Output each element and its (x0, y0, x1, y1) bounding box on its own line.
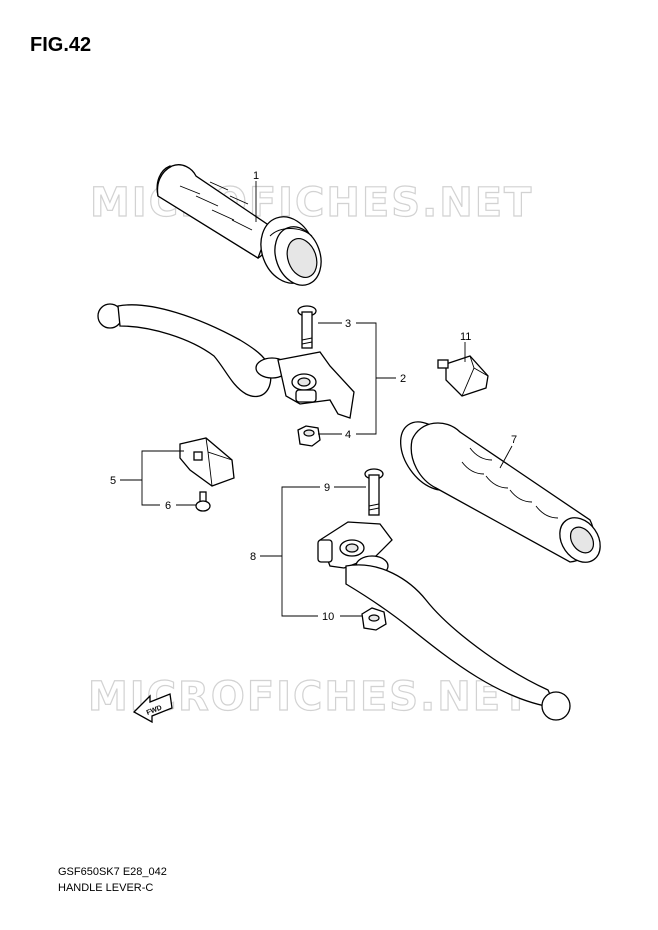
part-4-nut (297, 425, 321, 447)
callout-7: 7 (511, 434, 517, 446)
callout-9: 9 (324, 482, 330, 494)
callout-5: 5 (110, 475, 116, 487)
part-6-screw (195, 491, 211, 512)
model-code: GSF650SK7 E28_042 (58, 866, 167, 878)
part-1-throttle-grip (156, 164, 322, 286)
callout-6: 6 (165, 500, 171, 512)
leader-lines (120, 181, 513, 617)
part-7-handle-grip (399, 421, 601, 563)
callout-1: 1 (253, 170, 259, 182)
callout-3: 3 (345, 318, 351, 330)
part-5-switch (179, 437, 235, 487)
callout-4: 4 (345, 429, 351, 441)
callout-8: 8 (250, 551, 256, 563)
part-9-bolt (364, 468, 384, 516)
part-11-switch (437, 355, 489, 397)
part-10-nut (361, 607, 387, 631)
fwd-arrow-icon: FWD (132, 693, 173, 724)
part-2-lever-assembly (97, 303, 355, 419)
figure-subtitle: HANDLE LEVER-C (58, 882, 154, 894)
callout-10: 10 (322, 611, 334, 623)
part-8-lever-assembly (317, 521, 571, 721)
figure-title: FIG.42 (30, 34, 92, 56)
callout-2: 2 (400, 373, 406, 385)
part-3-bolt (297, 305, 317, 349)
callout-11: 11 (460, 331, 471, 343)
